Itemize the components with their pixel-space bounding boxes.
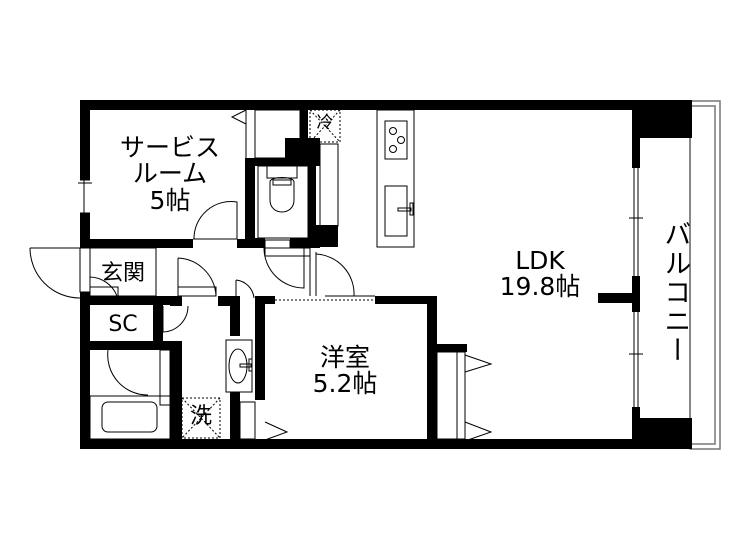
service-room-size: 5帖: [149, 185, 191, 215]
shoe-closet-label: SC: [108, 312, 138, 337]
fixtures-lines: [29, 109, 643, 442]
western-room-label: 洋室 5.2帖: [290, 343, 400, 399]
ldk-size: 19.8帖: [499, 272, 581, 302]
refrigerator-icon: 冷: [316, 113, 334, 133]
service-room-name-line2: ルーム: [132, 159, 208, 189]
ldk-name: LDK: [515, 246, 565, 275]
western-room-name: 洋室: [319, 343, 370, 372]
service-room-label: サービス ルーム 5帖: [110, 133, 230, 215]
balcony-label: バルコニー: [659, 220, 691, 365]
western-room-size: 5.2帖: [312, 369, 378, 399]
entrance-label: 玄関: [100, 261, 145, 286]
balcony-outline: [689, 100, 721, 450]
service-room-name-line1: サービス: [119, 133, 220, 162]
walls: [80, 100, 692, 449]
ldk-label: LDK 19.8帖: [485, 246, 595, 302]
washer-icon: 洗: [189, 404, 212, 429]
